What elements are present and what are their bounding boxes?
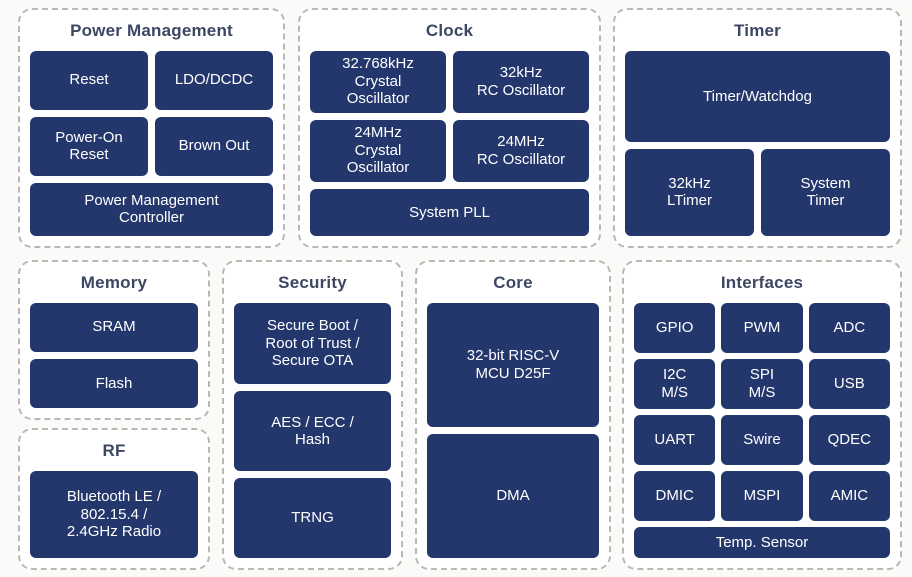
block-trng[interactable]: TRNG (234, 477, 391, 558)
block-24mhz-rc-oscillator[interactable]: 24MHz RC Oscillator (453, 119, 589, 182)
block-row: GPIO PWM ADC (634, 302, 890, 353)
panel-rf: RF Bluetooth LE / 802.15.4 / 2.4GHz Radi… (18, 428, 210, 570)
panel-title-interfaces: Interfaces (720, 273, 804, 292)
block-row: I2C M/S SPI M/S USB (634, 358, 890, 409)
block-swire[interactable]: Swire (721, 414, 803, 465)
block-secure-boot-root-of-trust-secure-ota[interactable]: Secure Boot / Root of Trust / Secure OTA (234, 302, 391, 384)
block-pwm[interactable]: PWM (721, 302, 803, 353)
block-32768khz-crystal-oscillator[interactable]: 32.768kHz Crystal Oscillator (310, 50, 446, 113)
block-gpio[interactable]: GPIO (634, 302, 716, 353)
block-power-management-controller[interactable]: Power Management Controller (30, 182, 273, 236)
block-reset[interactable]: Reset (30, 50, 148, 110)
block-32khz-ltimer[interactable]: 32kHz LTimer (625, 148, 754, 236)
block-qdec[interactable]: QDEC (808, 414, 890, 465)
block-row: Timer/Watchdog (625, 50, 890, 142)
block-spi-master-slave[interactable]: SPI M/S (721, 358, 803, 409)
block-row: 24MHz Crystal Oscillator 24MHz RC Oscill… (310, 119, 589, 182)
block-dmic[interactable]: DMIC (634, 470, 716, 521)
block-temp-sensor[interactable]: Temp. Sensor (634, 526, 890, 558)
panel-body-security: Secure Boot / Root of Trust / Secure OTA… (234, 302, 391, 559)
panel-memory: Memory SRAM Flash (18, 260, 210, 420)
panel-body-memory: SRAM Flash (30, 302, 198, 408)
panel-core: Core 32-bit RISC-V MCU D25F DMA (415, 260, 611, 570)
block-row: System PLL (310, 188, 589, 236)
block-amic[interactable]: AMIC (808, 470, 890, 521)
panel-body-power-management: Reset LDO/DCDC Power-On Reset Brown Out … (30, 50, 273, 236)
block-32khz-rc-oscillator[interactable]: 32kHz RC Oscillator (453, 50, 589, 113)
panel-title-clock: Clock (425, 21, 474, 40)
block-aes-ecc-hash[interactable]: AES / ECC / Hash (234, 390, 391, 471)
panel-title-power-management: Power Management (70, 21, 233, 40)
block-row: Temp. Sensor (634, 526, 890, 558)
block-timer-watchdog[interactable]: Timer/Watchdog (625, 50, 890, 142)
block-24mhz-crystal-oscillator[interactable]: 24MHz Crystal Oscillator (310, 119, 446, 182)
panel-body-timer: Timer/Watchdog 32kHz LTimer System Timer (625, 50, 890, 236)
panel-body-core: 32-bit RISC-V MCU D25F DMA (427, 302, 599, 558)
block-mspi[interactable]: MSPI (721, 470, 803, 521)
block-row: Power-On Reset Brown Out (30, 116, 273, 176)
block-flash[interactable]: Flash (30, 358, 198, 408)
block-32-bit-risc-v-mcu-d25f[interactable]: 32-bit RISC-V MCU D25F (427, 302, 599, 427)
block-sram[interactable]: SRAM (30, 302, 198, 352)
panel-title-memory: Memory (80, 273, 148, 292)
panel-body-rf: Bluetooth LE / 802.15.4 / 2.4GHz Radio (30, 470, 198, 558)
panel-clock: Clock 32.768kHz Crystal Oscillator 32kHz… (298, 8, 601, 248)
block-brown-out[interactable]: Brown Out (155, 116, 273, 176)
block-row: Power Management Controller (30, 182, 273, 236)
block-system-pll[interactable]: System PLL (310, 188, 589, 236)
panel-interfaces: Interfaces GPIO PWM ADC I2C M/S SPI M/S … (622, 260, 902, 570)
block-ldo-dcdc[interactable]: LDO/DCDC (155, 50, 273, 110)
block-row: 32.768kHz Crystal Oscillator 32kHz RC Os… (310, 50, 589, 113)
block-power-on-reset[interactable]: Power-On Reset (30, 116, 148, 176)
panel-body-interfaces: GPIO PWM ADC I2C M/S SPI M/S USB UART Sw… (634, 302, 890, 558)
block-row: Reset LDO/DCDC (30, 50, 273, 110)
panel-power-management: Power Management Reset LDO/DCDC Power-On… (18, 8, 285, 248)
panel-title-timer: Timer (734, 21, 781, 40)
panel-body-clock: 32.768kHz Crystal Oscillator 32kHz RC Os… (310, 50, 589, 236)
panel-timer: Timer Timer/Watchdog 32kHz LTimer System… (613, 8, 902, 248)
block-row: UART Swire QDEC (634, 414, 890, 465)
block-uart[interactable]: UART (634, 414, 716, 465)
block-bluetooth-le-802154-24ghz-radio[interactable]: Bluetooth LE / 802.15.4 / 2.4GHz Radio (30, 470, 198, 558)
panel-title-core: Core (493, 273, 533, 292)
block-dma[interactable]: DMA (427, 433, 599, 558)
panel-title-security: Security (278, 273, 347, 292)
panel-security: Security Secure Boot / Root of Trust / S… (222, 260, 403, 570)
block-row: DMIC MSPI AMIC (634, 470, 890, 521)
block-usb[interactable]: USB (808, 358, 890, 409)
block-row: 32kHz LTimer System Timer (625, 148, 890, 236)
block-adc[interactable]: ADC (808, 302, 890, 353)
panel-title-rf: RF (102, 441, 126, 460)
block-system-timer[interactable]: System Timer (761, 148, 890, 236)
block-i2c-master-slave[interactable]: I2C M/S (634, 358, 716, 409)
